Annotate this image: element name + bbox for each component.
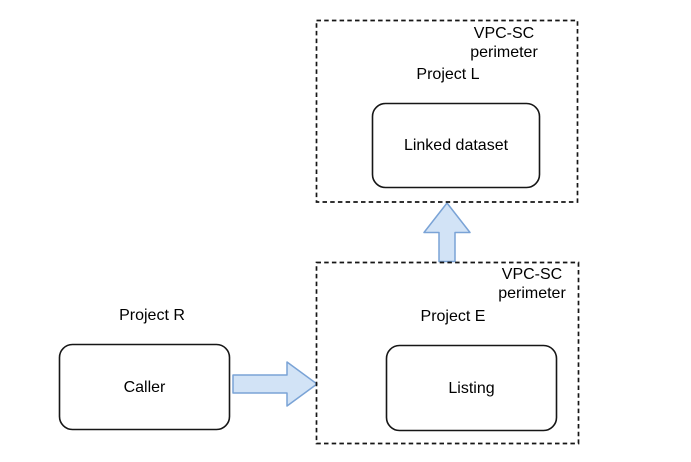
top-perimeter-label: VPC-SC perimeter [424,24,584,62]
bottom-perimeter-label: VPC-SC perimeter [452,265,612,303]
project-l-label: Project L [416,66,480,83]
project-r-label: Project R [119,307,185,324]
caller-node [58,343,231,431]
listing-node [385,344,558,432]
bottom-perimeter-label-line2: perimeter [498,285,566,302]
listing-label: Listing [448,379,495,397]
up-arrow-icon [423,202,471,263]
linked-dataset-label: Linked dataset [403,136,509,154]
linked-dataset-node [371,102,541,189]
project-e-label: Project E [420,308,486,325]
caller-label: Caller [123,378,166,396]
top-perimeter-label-line1: VPC-SC [473,25,535,42]
bottom-perimeter-label-line1: VPC-SC [501,266,563,283]
bottom-perimeter-box [315,261,580,445]
top-perimeter-label-line2: perimeter [470,44,538,61]
right-arrow-icon [232,361,318,407]
top-perimeter-box [315,19,579,203]
